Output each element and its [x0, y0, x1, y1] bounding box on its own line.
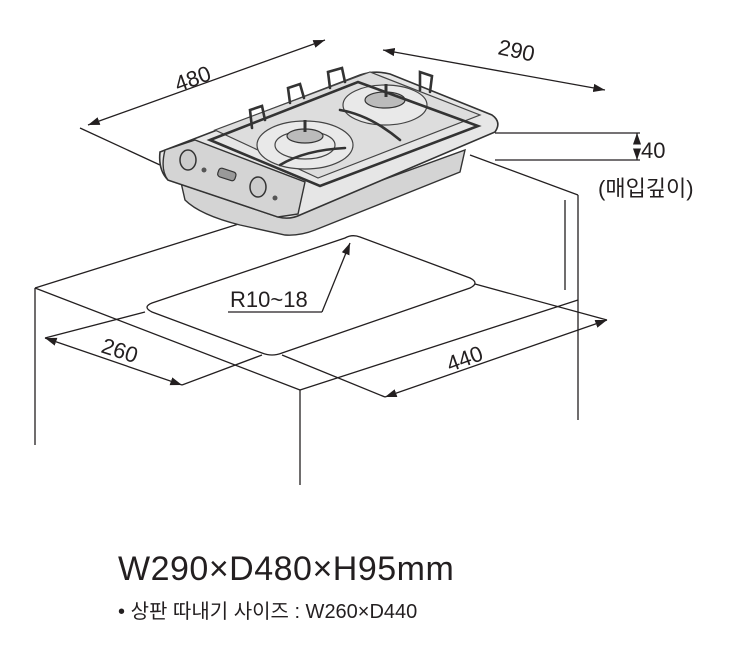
- inset-height-label: 40: [641, 138, 665, 163]
- burner-knob-right: [249, 176, 267, 198]
- cutout-size-note: • 상판 따내기 사이즈 : W260×D440: [118, 595, 417, 624]
- cutout-outline: [146, 235, 476, 356]
- bullet: •: [118, 601, 126, 623]
- cutout-width-dimension: 260: [44, 311, 263, 386]
- radius-label: R10~18: [230, 287, 308, 312]
- cutout-width-label: 260: [98, 333, 141, 368]
- inset-height-caption: (매입깊이): [598, 176, 694, 201]
- radius-callout: R10~18: [228, 242, 351, 313]
- burner-knob-left: [179, 149, 197, 171]
- depth-label: 480: [171, 61, 214, 97]
- product-dimensions: W290×D480×H95mm: [118, 550, 455, 588]
- inset-height-dimension: 40 (매입깊이): [495, 132, 694, 201]
- gas-cooktop-illustration: [158, 66, 499, 236]
- cutout-size-text: 상판 따내기 사이즈 : W260×D440: [130, 601, 418, 623]
- cutout-depth-label: 440: [443, 341, 486, 377]
- pan-support-grate: [206, 66, 482, 188]
- width-dimension: 290: [382, 34, 606, 92]
- ignition-display: [217, 167, 237, 182]
- width-label: 290: [496, 34, 537, 66]
